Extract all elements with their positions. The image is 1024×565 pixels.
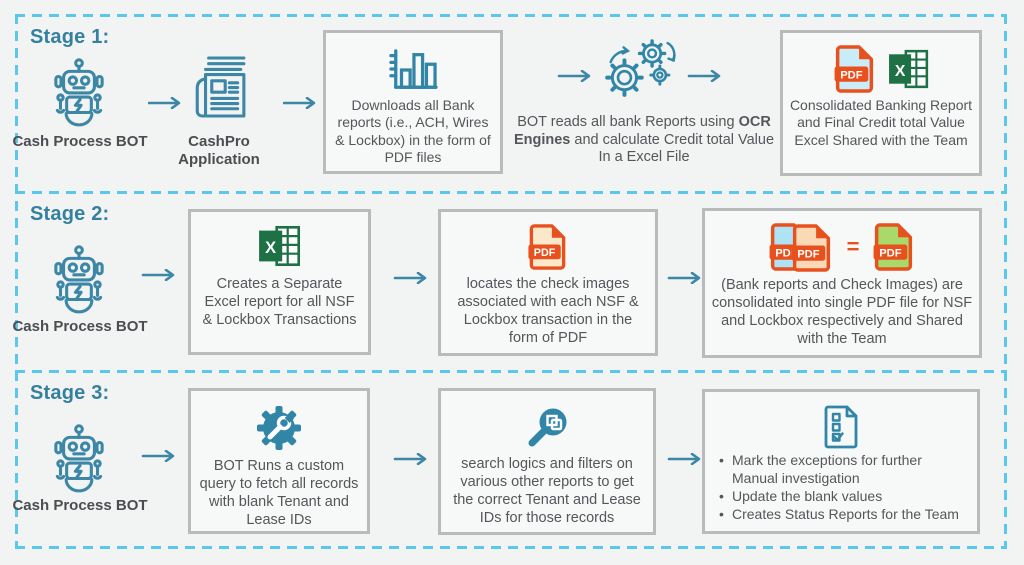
svg-text:PDF: PDF — [797, 248, 820, 260]
stage3-query-box: BOT Runs a custom query to fetch all rec… — [188, 388, 370, 534]
svg-text:PDF: PDF — [534, 247, 556, 259]
bullet-text: Creates Status Reports for the Team — [732, 505, 959, 522]
stage1-consolidated-icons: PDF X — [832, 45, 930, 93]
arrow-icon — [667, 272, 701, 284]
frame-right-border — [1004, 14, 1007, 549]
stage1-actor-label: Cash Process BOT — [12, 133, 148, 150]
stage3-query-text: BOT Runs a custom query to fetch all rec… — [199, 458, 359, 528]
frame-left-border — [15, 14, 18, 549]
stage2-merge-text: (Bank reports and Check Images) are cons… — [711, 277, 973, 347]
stage2-stage3-divider — [15, 370, 1007, 373]
excel-file-icon: X — [889, 49, 929, 89]
stage3-heading: Stage 3: — [30, 382, 110, 404]
arrow-icon — [148, 97, 181, 109]
stage2-merge-icons: PDF PDF = PDF — [767, 223, 918, 272]
stage2-excel-box: X Creates a Separate Excel report for al… — [188, 209, 371, 355]
svg-text:PDF: PDF — [880, 247, 903, 259]
bullet-icon: • — [719, 505, 724, 522]
svg-text:X: X — [265, 239, 276, 257]
gear-wrench-icon — [255, 404, 303, 452]
stage1-ocr-text: BOT reads all bank Reports using OCR Eng… — [510, 114, 778, 167]
arrow-icon — [141, 450, 175, 462]
stage1-downloads-text: Downloads all Bank reports (i.e., ACH, W… — [335, 97, 491, 166]
stage2-merge-box: PDF PDF = PDF (Bank reports and Check Im… — [702, 208, 982, 358]
arrow-icon — [687, 70, 721, 82]
list-item: • Update the blank values — [719, 488, 965, 506]
stage1-heading: Stage 1: — [30, 26, 110, 48]
ocr-text-after: and calculate Credit total Value In a Ex… — [570, 131, 775, 166]
ocr-text-before: BOT reads all bank Reports using — [517, 114, 739, 130]
search-icon — [524, 404, 570, 448]
excel-file-icon: X — [258, 225, 300, 267]
pdf-file-icon: PDF — [834, 45, 874, 93]
arrow-icon — [667, 453, 701, 465]
stage3-actor-label: Cash Process BOT — [12, 497, 148, 514]
stage3-search-box: search logics and filters on various oth… — [438, 388, 656, 535]
bullet-icon: • — [719, 487, 724, 504]
pdf-file-icon: PDF — [791, 224, 830, 272]
equals-sign: = — [846, 234, 860, 259]
arrow-icon — [393, 453, 427, 465]
stage1-consolidated-box: PDF X Consolidated Banking Report and Fi… — [780, 30, 982, 176]
bullet-text: Update the blank values — [732, 487, 883, 504]
stage1-downloads-box: Downloads all Bank reports (i.e., ACH, W… — [323, 30, 503, 174]
gears-icon — [605, 38, 677, 97]
stage2-pdf-box: PDF locates the check images associated … — [438, 209, 658, 356]
bullet-icon: • — [719, 452, 724, 468]
stage2-actor-label: Cash Process BOT — [12, 318, 148, 335]
list-item: • Mark the exceptions for further Manual … — [719, 452, 965, 488]
arrow-icon — [557, 70, 591, 82]
stage2-excel-text: Creates a Separate Excel report for all … — [202, 276, 357, 328]
robot-icon — [54, 245, 104, 314]
stage2-pdf-text: locates the check images associated with… — [457, 276, 639, 346]
newspaper-icon — [195, 56, 246, 118]
frame-bottom-border — [15, 546, 1007, 549]
arrow-icon — [141, 269, 175, 281]
svg-text:X: X — [895, 63, 906, 80]
robot-icon — [54, 424, 104, 493]
bar-chart-icon — [389, 49, 438, 89]
stage1-consolidated-text: Consolidated Banking Report and Final Cr… — [789, 97, 973, 148]
pdf-file-icon: PDF — [528, 224, 566, 270]
ocr-text-bold: OCR Engines — [513, 114, 771, 148]
stage1-stage2-divider — [15, 191, 1007, 194]
list-item: • Creates Status Reports for the Team — [719, 506, 965, 524]
pdf-merge-icon: PDF PDF — [767, 223, 835, 272]
pdf-file-icon: PDF — [873, 223, 913, 271]
bullet-text: Mark the exceptions for further Manual i… — [732, 452, 922, 486]
stage2-heading: Stage 2: — [30, 203, 110, 225]
arrow-icon — [393, 272, 427, 284]
frame-top-border — [15, 14, 1007, 17]
stage3-results-list: • Mark the exceptions for further Manual … — [705, 450, 977, 524]
robot-icon — [54, 58, 104, 127]
svg-text:PDF: PDF — [840, 69, 863, 81]
checklist-icon — [824, 405, 858, 449]
arrow-icon — [283, 97, 316, 109]
stage3-results-box: • Mark the exceptions for further Manual … — [702, 389, 980, 534]
stage3-search-text: search logics and filters on various oth… — [453, 456, 641, 526]
stage1-app-label: CashPro Application — [178, 133, 260, 168]
